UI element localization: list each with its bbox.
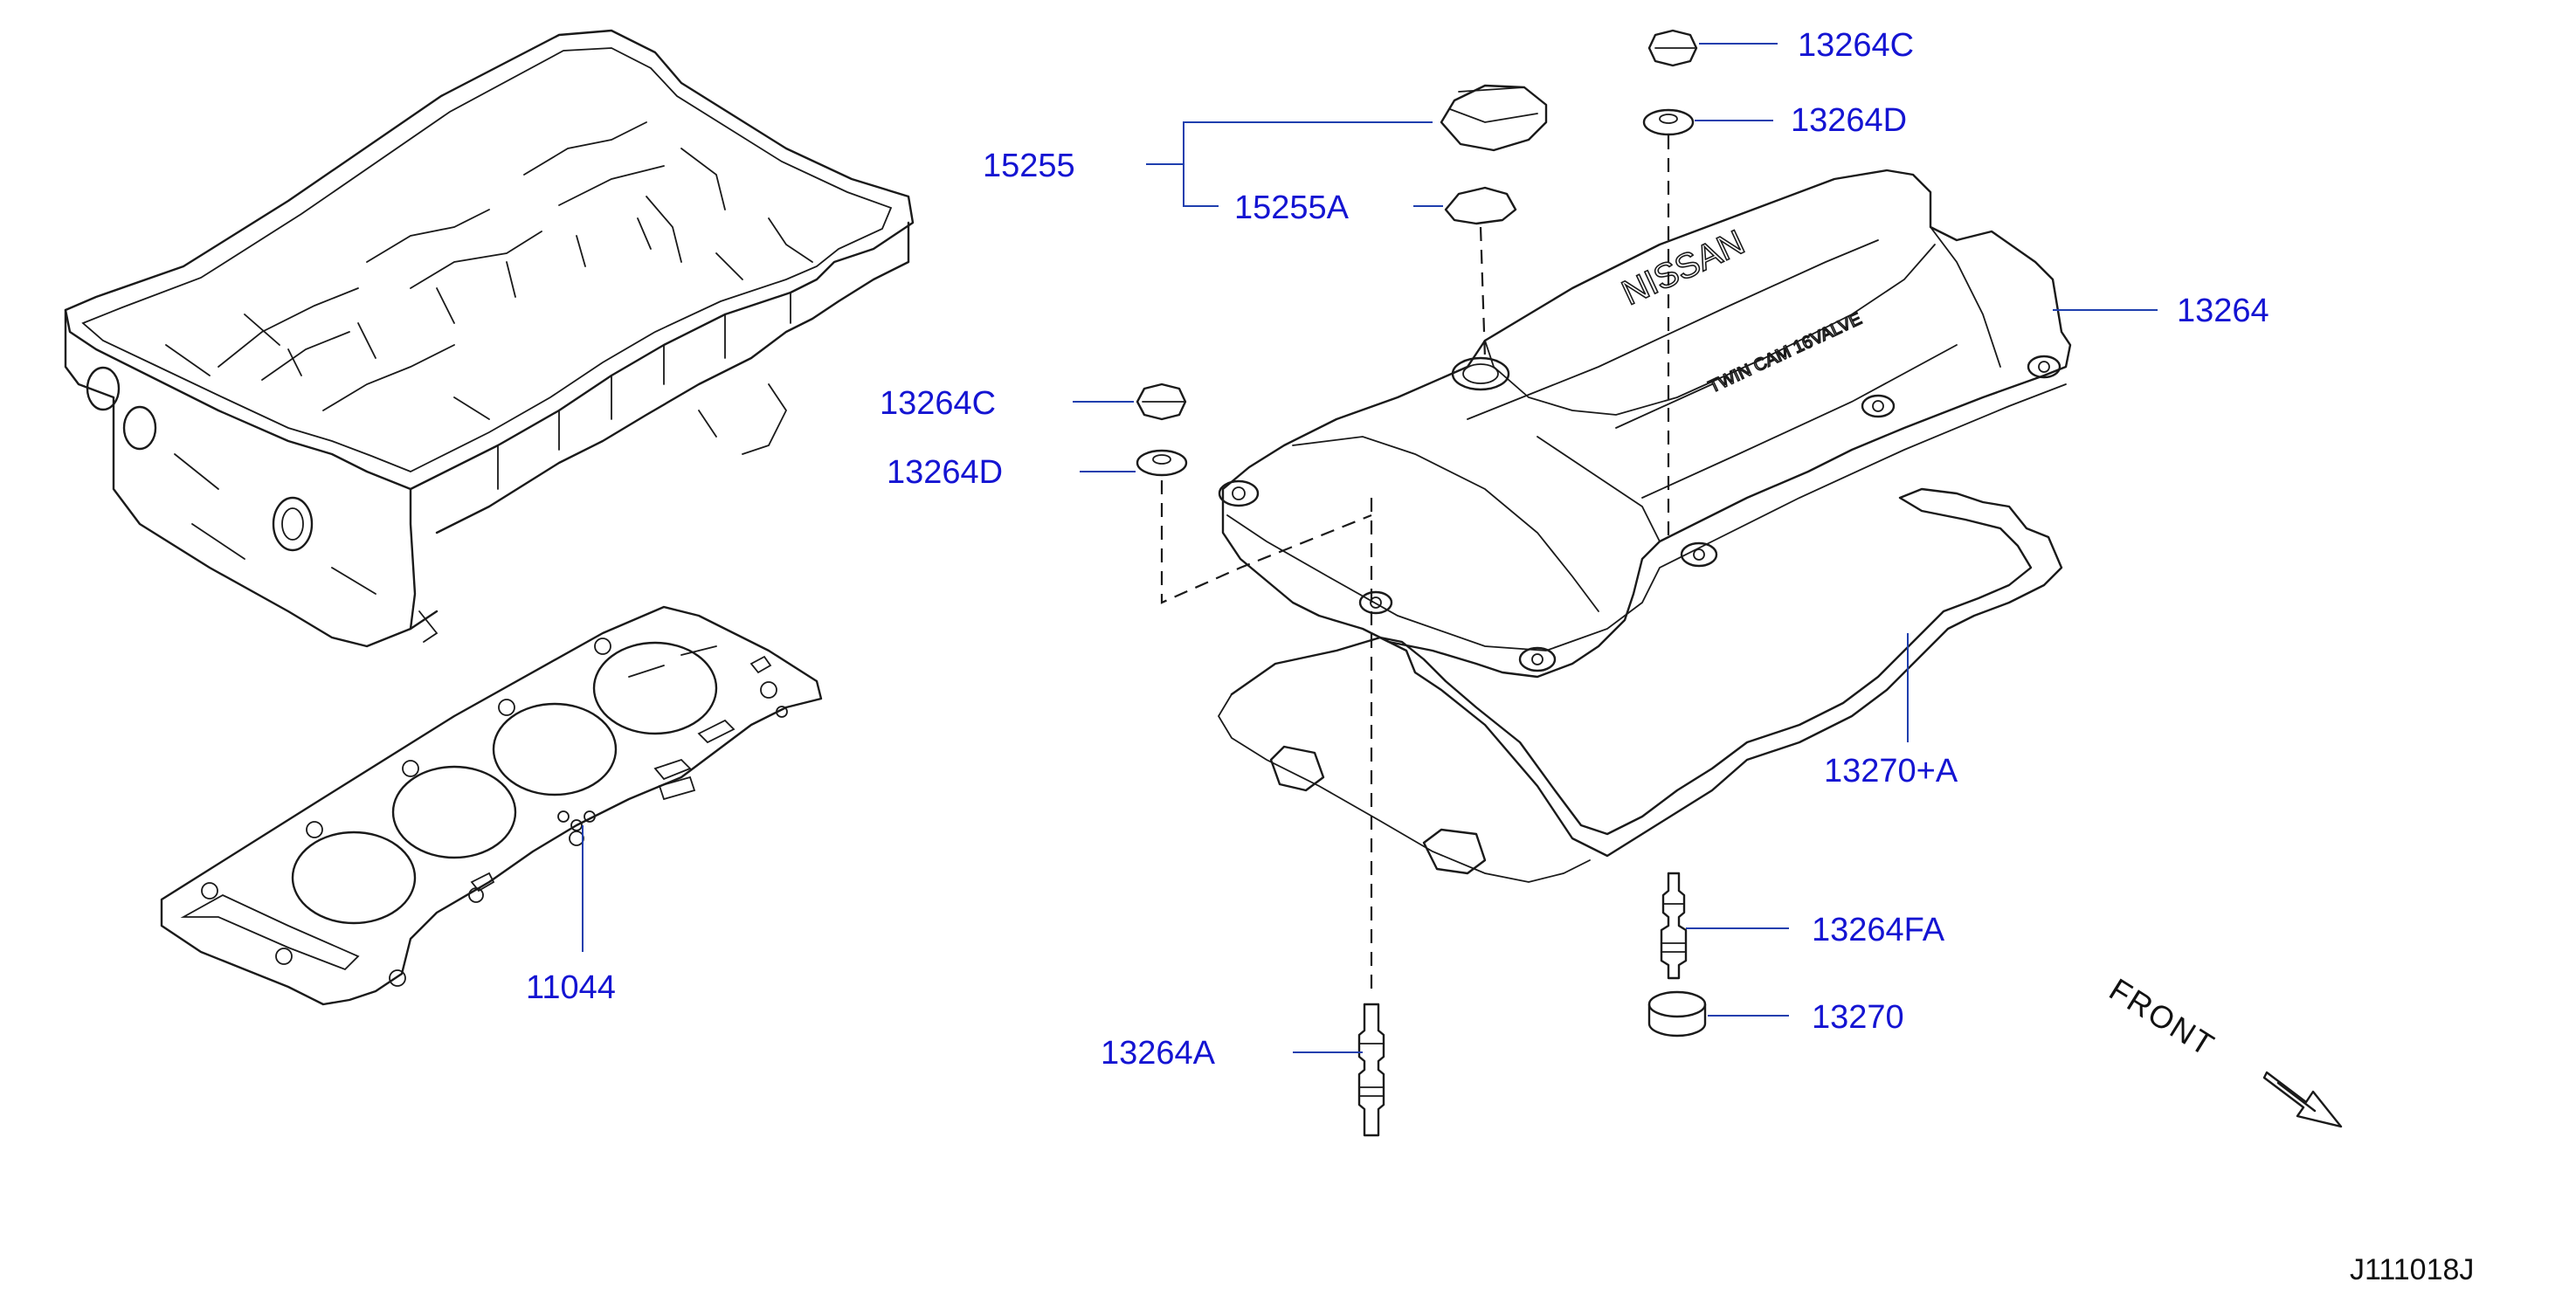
valve-cover-drawing: NISSAN TWIN CAM 16VALVE — [1218, 169, 2072, 679]
front-label: FRONT — [2103, 971, 2221, 1064]
seal-ring-drawing — [1647, 990, 1707, 1037]
cover-gasket-drawing — [1217, 487, 2063, 883]
nut-left-drawing — [1136, 383, 1187, 421]
cylinder-head-drawing — [64, 29, 915, 648]
label-13270a: 13270+A — [1824, 753, 1958, 789]
label-13264: 13264 — [2177, 293, 2269, 329]
washer-top-drawing — [1642, 108, 1695, 541]
leader-lines — [582, 43, 2158, 1053]
diagram-code: J111018J — [2350, 1253, 2474, 1286]
label-13264c-top: 13264C — [1798, 27, 1914, 64]
washer-left-drawing — [1136, 449, 1372, 604]
label-13264c-left: 13264C — [880, 385, 996, 422]
label-15255: 15255 — [983, 148, 1075, 184]
twin-cam-emboss: TWIN CAM 16VALVE — [1706, 309, 1865, 396]
label-15255a: 15255A — [1234, 190, 1350, 226]
nut-top-drawing — [1647, 29, 1698, 67]
oil-filler-cap-drawing — [1440, 84, 1548, 152]
stud-fa-drawing — [1660, 872, 1688, 980]
label-13264d-top: 13264D — [1791, 102, 1907, 139]
front-arrow-icon — [2262, 1071, 2343, 1128]
head-gasket-drawing — [160, 605, 823, 1006]
label-11044: 11044 — [526, 969, 616, 1006]
label-13270: 13270 — [1812, 999, 1904, 1036]
label-13264d-left: 13264D — [887, 454, 1003, 491]
part-labels: 15255 15255A 13264C 13264D 13264 13264C … — [526, 27, 2269, 1072]
stud-a-drawing — [1357, 498, 1385, 1137]
label-13264fa: 13264FA — [1812, 912, 1945, 948]
cap-gasket-drawing — [1444, 186, 1517, 359]
label-13264a: 13264A — [1101, 1035, 1216, 1072]
